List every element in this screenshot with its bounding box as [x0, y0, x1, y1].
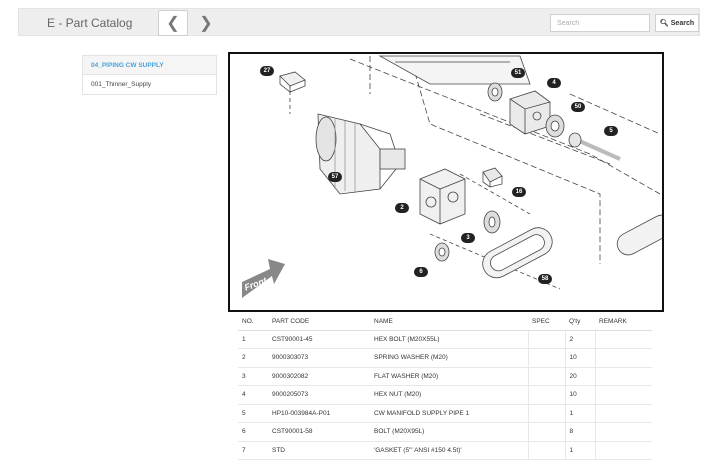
next-button[interactable]: ❯	[191, 10, 221, 36]
cell-no: 7	[238, 441, 268, 460]
cell-part-code: 9000302082	[268, 367, 370, 386]
table-row[interactable]: 4 9000205073 HEX NUT (M20) 10	[238, 385, 652, 405]
cell-name: CW MANIFOLD SUPPLY PIPE 1	[370, 404, 528, 423]
cell-no: 1	[238, 330, 268, 349]
callout-27[interactable]: 27	[260, 66, 274, 76]
top-toolbar: E - Part Catalog ❮ ❯ 🔍︎ Search	[18, 8, 700, 36]
table-row[interactable]: 1 CST90001-45 HEX BOLT (M20X55L) 2	[238, 330, 652, 349]
cell-part-code: 9000205073	[268, 385, 370, 405]
cell-remark	[594, 422, 652, 442]
cell-remark	[594, 330, 652, 349]
callout-5[interactable]: 5	[604, 126, 618, 136]
callout-4[interactable]: 4	[547, 78, 561, 88]
cell-no: 4	[238, 385, 268, 405]
cell-spec	[527, 441, 565, 460]
cell-spec	[527, 330, 565, 349]
table-row[interactable]: 6 CST90001-58 BOLT (M20X95L) 8	[238, 422, 652, 442]
sidebar-item-thinner-supply[interactable]: 001_Thinner_Supply	[82, 75, 217, 95]
callout-6[interactable]: 6	[414, 267, 428, 277]
callout-50[interactable]: 50	[571, 102, 585, 112]
header-no: NO.	[238, 313, 268, 331]
previous-button[interactable]: ❮	[158, 10, 188, 36]
front-arrow	[242, 259, 285, 298]
app-title: E - Part Catalog	[47, 16, 133, 30]
search-icon: 🔍︎	[659, 20, 669, 27]
callout-2[interactable]: 2	[395, 203, 409, 213]
cell-remark	[594, 367, 652, 386]
cell-name: SPRING WASHER (M20)	[370, 348, 528, 368]
search-input[interactable]	[550, 14, 650, 32]
sidebar-item-piping-cw-supply[interactable]: 04_PIPING CW SUPPLY	[82, 55, 217, 75]
header-part-code: PART CODE	[268, 313, 370, 331]
cell-part-code: CST90001-58	[268, 422, 370, 442]
callout-3[interactable]: 3	[461, 233, 475, 243]
search-button[interactable]: 🔍︎ Search	[655, 14, 699, 32]
cell-name: BOLT (M20X95L)	[370, 422, 528, 442]
diagram-drawing	[242, 55, 662, 298]
sidebar: 04_PIPING CW SUPPLY 001_Thinner_Supply	[82, 55, 217, 95]
cell-no: 2	[238, 348, 268, 368]
cell-part-code: 9000303073	[268, 348, 370, 368]
cell-qty: 1	[564, 404, 595, 423]
table-row[interactable]: 5 HP10-003984A-P01 CW MANIFOLD SUPPLY PI…	[238, 404, 652, 423]
cell-qty: 20	[564, 367, 595, 386]
cell-name: FLAT WASHER (M20)	[370, 367, 528, 386]
cell-no: 6	[238, 422, 268, 442]
exploded-parts-diagram: Front 27 51 4 50 5 57 16 2 3 6 58	[228, 52, 664, 312]
cell-qty: 1	[564, 441, 595, 460]
header-qty: Q'ty	[565, 313, 595, 331]
header-spec: SPEC	[528, 313, 565, 331]
cell-spec	[527, 404, 565, 423]
cell-part-code: STD	[268, 441, 370, 460]
cell-remark	[594, 441, 652, 460]
callout-16[interactable]: 16	[512, 187, 526, 197]
cell-qty: 8	[564, 422, 595, 442]
callout-51[interactable]: 51	[511, 68, 525, 78]
table-row[interactable]: 7 STD 'GASKET (5"' ANSI #150 4.5t)' 1	[238, 441, 652, 460]
cell-qty: 10	[564, 348, 595, 368]
header-remark: REMARK	[595, 313, 652, 331]
cell-no: 3	[238, 367, 268, 386]
callout-57[interactable]: 57	[328, 172, 342, 182]
cell-part-code: CST90001-45	[268, 330, 370, 349]
table-row[interactable]: 3 9000302082 FLAT WASHER (M20) 20	[238, 367, 652, 386]
cell-no: 5	[238, 404, 268, 423]
cell-remark	[594, 385, 652, 405]
cell-remark	[594, 348, 652, 368]
chevron-left-icon: ❮	[166, 15, 180, 32]
cell-qty: 10	[564, 385, 595, 405]
cell-name: HEX NUT (M20)	[370, 385, 528, 405]
parts-table: NO. PART CODE NAME SPEC Q'ty REMARK 1 CS…	[238, 313, 652, 460]
callout-58[interactable]: 58	[538, 274, 552, 284]
cell-spec	[527, 348, 565, 368]
cell-name: 'GASKET (5"' ANSI #150 4.5t)'	[370, 441, 528, 460]
cell-part-code: HP10-003984A-P01	[268, 404, 370, 423]
cell-name: HEX BOLT (M20X55L)	[370, 330, 528, 349]
cell-spec	[527, 367, 565, 386]
cell-qty: 2	[564, 330, 595, 349]
cell-remark	[594, 404, 652, 423]
header-name: NAME	[370, 313, 528, 331]
search-button-label: Search	[670, 19, 695, 27]
table-header-row: NO. PART CODE NAME SPEC Q'ty REMARK	[238, 313, 652, 331]
cell-spec	[527, 385, 565, 405]
cell-spec	[527, 422, 565, 442]
table-row[interactable]: 2 9000303073 SPRING WASHER (M20) 10	[238, 348, 652, 368]
chevron-right-icon: ❯	[199, 15, 213, 32]
